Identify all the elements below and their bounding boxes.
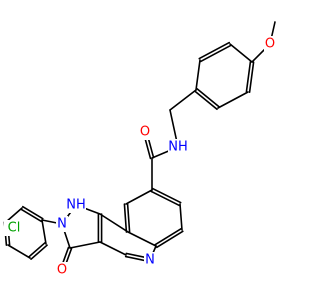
atom-label-Q_N5: N xyxy=(144,252,156,268)
atom-label-O_amide: O xyxy=(139,124,151,140)
atom-label-N_amide: NH xyxy=(168,139,188,155)
bond-CP_C4-CP_C5 xyxy=(7,244,31,259)
bond-Q_C9-Q_C8 xyxy=(125,189,153,205)
atom-label-bg-O_ketone xyxy=(56,262,68,278)
bond-Q_C8-Q_C7-a xyxy=(150,190,181,207)
atom-label-O_ome: O xyxy=(264,36,276,52)
atom-label-bg-O_ome xyxy=(264,36,276,52)
atom-label-Pz_N2: N xyxy=(56,216,68,232)
bond-CP_C2-CP_C3 xyxy=(5,207,23,223)
bonds-layer xyxy=(3,21,276,272)
atom-label-O_ketone: O xyxy=(56,262,68,278)
structure-canvas: O NH O N NH N O Cl xyxy=(3,21,276,278)
atom-label-Cl: Cl xyxy=(4,220,24,236)
bond-CP_C6-CP_C1 xyxy=(41,219,47,245)
atom-labels-layer: O NH O N NH N O Cl xyxy=(4,36,276,278)
bond-CP_C5-CP_C6-b xyxy=(28,241,46,258)
atom-label-bg-N_amide xyxy=(168,139,188,155)
atom-label-bg-Pz_N1 xyxy=(66,197,86,213)
atom-text-Q_N5: N xyxy=(145,253,155,268)
bond-CP_C5-CP_C6-a xyxy=(30,244,48,261)
bond-CP_C1-CP_C2-a xyxy=(22,205,44,220)
bond-Q_C6-Q_C5a-a xyxy=(154,227,182,246)
bond-PMB_C3-PMB_C4-b xyxy=(194,90,218,111)
bond-PMB_C4-PMB_C5 xyxy=(195,59,201,91)
bond-Q_C5a-Q_C9a xyxy=(127,231,157,247)
atom-label-bg-Cl xyxy=(4,220,24,236)
atom-text-O_amide: O xyxy=(140,125,150,140)
atom-text-Pz_N1: NH xyxy=(66,198,86,213)
bond-Q_C8-Q_C7-b xyxy=(151,187,182,204)
bond-PMB_C2-PMB_C3 xyxy=(217,91,249,109)
atom-text-Cl: Cl xyxy=(8,221,21,236)
bond-PMB_C5-PMB_C6-a xyxy=(199,44,232,63)
atom-text-O_ome: O xyxy=(265,37,275,52)
atom-text-O_ketone: O xyxy=(57,263,67,278)
atom-label-bg-Pz_N2 xyxy=(56,216,68,232)
atom-text-Pz_N2: N xyxy=(57,217,67,232)
bond-Q_C6-Q_C5a-b xyxy=(156,230,184,249)
bond-Q_C9a-Q_C9-b xyxy=(123,203,128,233)
atom-label-bg-O_amide xyxy=(139,124,151,140)
atom-text-N_amide: NH xyxy=(168,140,188,155)
atom-label-Pz_N1: NH xyxy=(66,197,86,213)
bond-Q_C4-Q_C3a xyxy=(99,241,127,256)
bond-PMB_C5-PMB_C6-b xyxy=(198,41,231,60)
bond-CP_C1-CP_C2-b xyxy=(20,208,42,223)
bond-PMB_C3-PMB_C4-a xyxy=(196,87,220,108)
bond-Q_C9b-Q_C9a xyxy=(99,213,129,233)
bond-Q_C9a-Q_C9-a xyxy=(126,203,131,233)
bond-PMB_C4-CH2 xyxy=(169,89,197,111)
bond-PMB_C1-PMB_C2-a xyxy=(245,60,252,93)
bond-Q_C7-Q_C6 xyxy=(179,203,183,231)
molecule-drawing: O NH O N NH N O Cl xyxy=(3,21,276,278)
bond-PMB_C1-PMB_C2-b xyxy=(248,61,255,94)
bond-PMB_C6-PMB_C1 xyxy=(229,43,253,63)
atom-label-bg-Q_N5 xyxy=(144,252,156,268)
bond-Pz_C3-Q_C3a xyxy=(69,241,101,249)
